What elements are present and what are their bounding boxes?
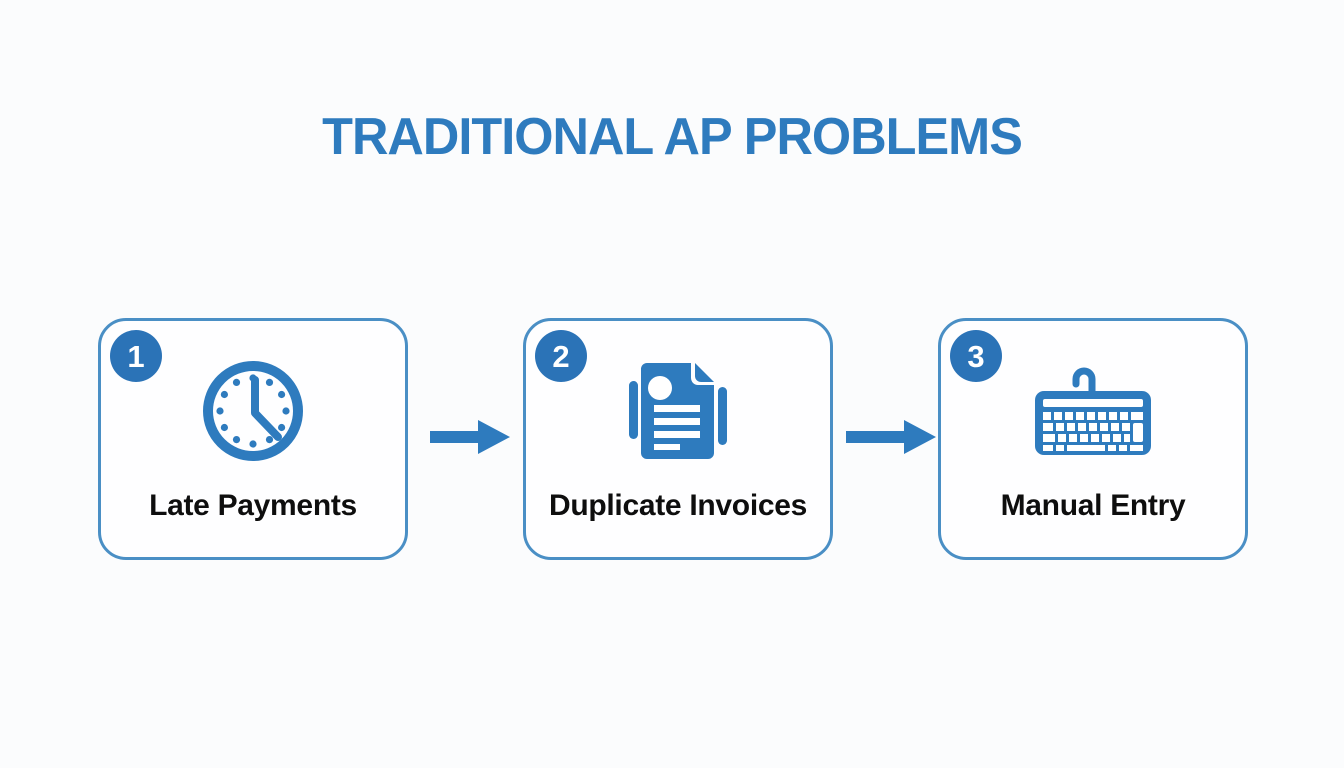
arrow-right-icon [430, 419, 510, 455]
clock-icon [101, 356, 405, 466]
step-1-number: 1 [127, 338, 145, 374]
step-1-number-badge: 1 [110, 330, 162, 382]
step-2-label: Duplicate Invoices [548, 489, 808, 522]
step-card-late-payments: 1 Late Payments [98, 318, 408, 560]
arrow-right-icon [846, 419, 936, 455]
invoice-document-icon [526, 356, 830, 466]
step-3-number-badge: 3 [950, 330, 1002, 382]
keyboard-icon [941, 356, 1245, 466]
step-1-label: Late Payments [149, 489, 357, 522]
step-card-manual-entry: 3 Manual Entry [938, 318, 1248, 560]
step-2-number-badge: 2 [535, 330, 587, 382]
page-title: TRADITIONAL AP PROBLEMS [322, 108, 1023, 166]
step-3-number: 3 [967, 338, 985, 374]
step-3-label: Manual Entry [1000, 489, 1186, 522]
step-2-number: 2 [552, 338, 570, 374]
step-card-duplicate-invoices: 2 Duplicate Invoices [523, 318, 833, 560]
